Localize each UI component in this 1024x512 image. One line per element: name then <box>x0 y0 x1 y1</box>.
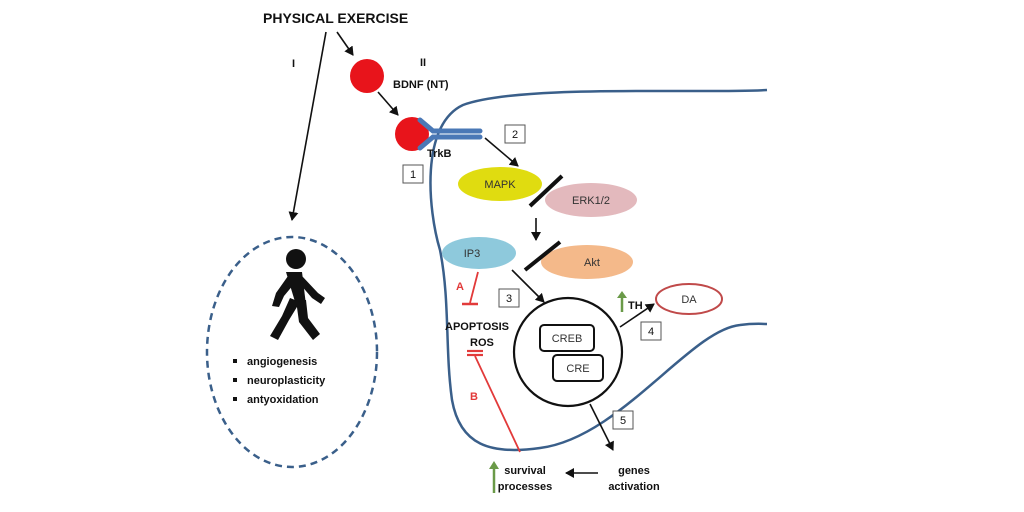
ip3-label: IP3 <box>464 248 481 260</box>
benefit-bullet-3 <box>233 397 237 401</box>
bdnf-bound-circle <box>395 117 429 151</box>
genes-label-line1: genes <box>618 465 650 477</box>
step-3: 3 <box>506 293 512 305</box>
ip3-akt-bar <box>523 240 562 272</box>
neuron-membrane <box>429 88 768 452</box>
step-box-2 <box>504 124 526 144</box>
bdnf-circle <box>350 59 384 93</box>
akt-label: Akt <box>584 257 600 269</box>
step-box-3 <box>498 288 520 308</box>
genes-label-line2: activation <box>608 481 660 493</box>
pathway-label-one: I <box>292 58 295 70</box>
inhibition-b-line <box>474 355 521 453</box>
survival-label-line2: processes <box>498 481 552 493</box>
creb-box <box>539 324 595 352</box>
erk-node <box>545 183 637 217</box>
bdnf-label: BDNF (NT) <box>393 79 449 91</box>
step-4: 4 <box>648 326 654 338</box>
trkb-to-mapk-arrow <box>484 137 519 167</box>
benefit-item-2: neuroplasticity <box>247 375 326 387</box>
ip3-to-nucleus-arrow <box>511 269 545 303</box>
survival-up-arrowhead <box>489 461 499 469</box>
step-1: 1 <box>410 169 416 181</box>
inhibition-a-label: A <box>456 281 464 293</box>
pathway-one-arrow <box>288 31 327 221</box>
ros-label: ROS <box>470 337 494 349</box>
da-node <box>655 283 723 315</box>
akt-node <box>541 245 633 279</box>
mapk-erk-bar <box>528 174 564 208</box>
inhibition-b-label: B <box>470 391 478 403</box>
pathway-label-two: II <box>420 57 426 69</box>
creb-label: CREB <box>552 333 583 345</box>
step-box-4 <box>640 321 662 341</box>
th-up-arrowhead <box>617 291 627 298</box>
step-box-5 <box>612 410 634 430</box>
step-box-1 <box>402 164 424 184</box>
mapk-label: MAPK <box>484 179 516 191</box>
bdnf-to-receptor-arrow <box>377 91 399 116</box>
da-label: DA <box>681 294 697 306</box>
receptor-label: TrkB <box>427 148 452 160</box>
exercise-to-bdnf-arrow <box>336 31 354 56</box>
benefit-bullet-1 <box>233 359 237 363</box>
benefit-item-3: antyoxidation <box>247 394 319 406</box>
trkb-receptor-icon <box>417 117 483 151</box>
nucleus-to-genes-arrow <box>589 403 614 451</box>
title: PHYSICAL EXERCISE <box>263 10 408 26</box>
survival-label-line1: survival <box>504 465 546 477</box>
ip3-node <box>442 237 516 269</box>
inhibition-a-line <box>469 271 479 304</box>
nucleus-to-da-arrow <box>619 303 655 328</box>
mapk-node <box>458 167 542 201</box>
benefit-item-1: angiogenesis <box>247 356 317 368</box>
step-2: 2 <box>512 129 518 141</box>
cre-box <box>552 354 604 382</box>
apoptosis-label: APOPTOSIS <box>445 321 509 333</box>
cre-label: CRE <box>566 363 589 375</box>
benefit-bullet-2 <box>233 378 237 382</box>
th-label: TH <box>628 300 643 312</box>
benefits-circle <box>205 235 379 469</box>
step-5: 5 <box>620 415 626 427</box>
erk-label: ERK1/2 <box>572 195 610 207</box>
walking-person-icon <box>270 249 325 340</box>
